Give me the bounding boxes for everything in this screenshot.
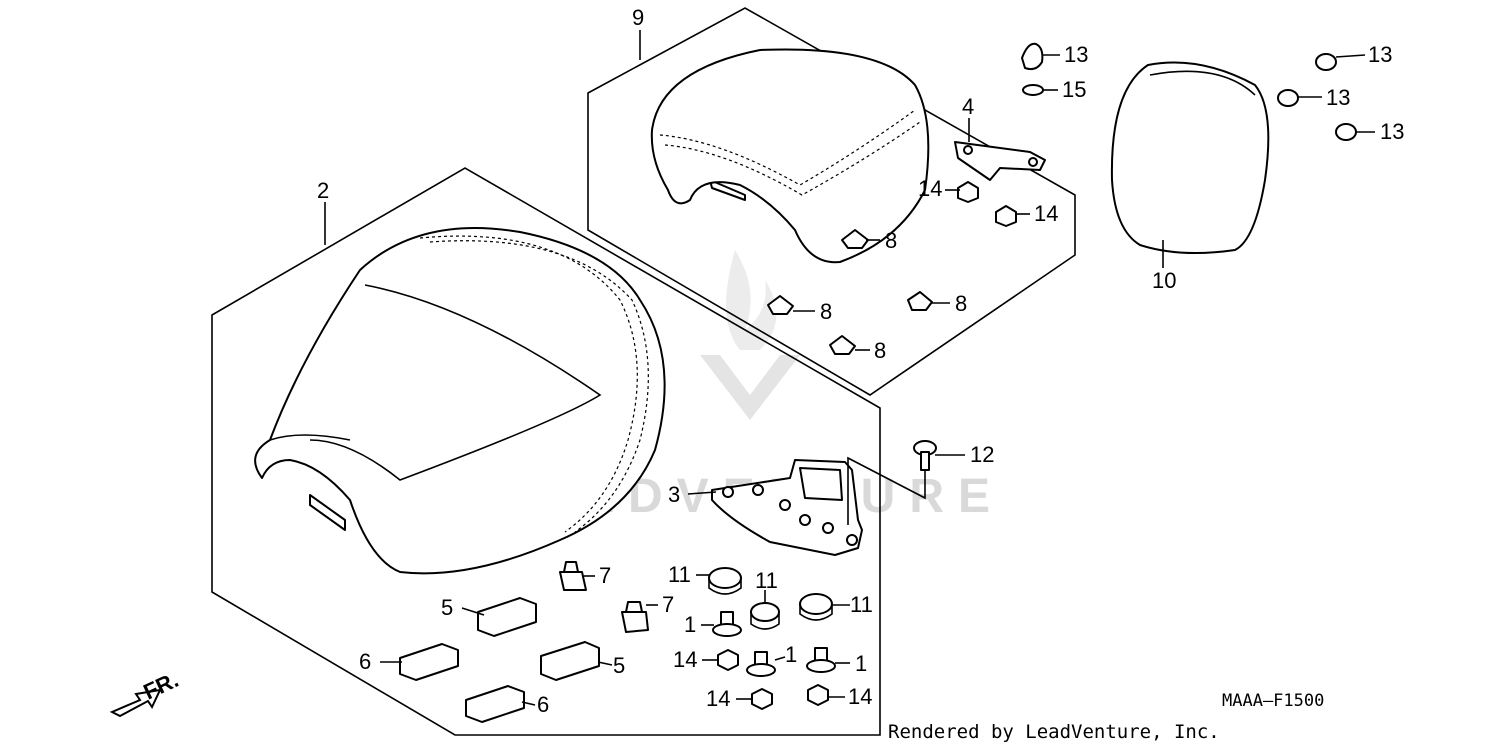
callout-13-a: 13	[1064, 42, 1088, 67]
callout-11-a: 11	[668, 562, 691, 587]
callout-5-b: 5	[613, 653, 625, 678]
callout-13-c: 13	[1326, 85, 1350, 110]
bracket-part-4[interactable]	[954, 141, 1046, 181]
diagram-code: MAAA—F1500	[1222, 691, 1324, 711]
render-credit: Rendered by LeadVenture, Inc.	[888, 721, 1220, 743]
block-6-a[interactable]	[399, 643, 459, 681]
leader-lines	[324, 30, 1375, 706]
damper-7-b[interactable]	[621, 601, 649, 633]
nut-14-a[interactable]	[957, 181, 979, 203]
nut-14-e[interactable]	[807, 684, 829, 706]
callout-9: 9	[632, 5, 644, 30]
callout-2: 2	[317, 178, 329, 203]
callout-10: 10	[1152, 268, 1176, 293]
callout-13-b: 13	[1368, 42, 1392, 67]
callout-13-d: 13	[1380, 119, 1404, 144]
nut-14-c[interactable]	[717, 649, 739, 671]
callout-4: 4	[962, 94, 974, 119]
callout-14-c: 14	[673, 647, 697, 672]
block-6-b[interactable]	[465, 685, 525, 723]
collar-1-c[interactable]	[806, 647, 836, 673]
clip-8-b[interactable]	[767, 295, 794, 315]
grommet-13-b[interactable]	[1315, 53, 1337, 71]
callout-5-a: 5	[441, 595, 453, 620]
seat-assembly-outline	[211, 167, 881, 736]
rubber-11-b[interactable]	[750, 602, 780, 630]
callout-1-a: 1	[684, 612, 696, 637]
nut-14-d[interactable]	[751, 688, 773, 710]
callout-14-b: 14	[1034, 201, 1058, 226]
bolt-12-leader	[847, 456, 926, 525]
rubber-11-a[interactable]	[708, 567, 742, 595]
callout-14-a: 14	[918, 176, 942, 201]
collar-1-a[interactable]	[712, 611, 742, 637]
clip-8-d[interactable]	[829, 335, 856, 355]
damper-7-a[interactable]	[559, 561, 587, 591]
callout-1-c: 1	[855, 651, 867, 676]
callout-14-d: 14	[706, 686, 730, 711]
bolt-part-12[interactable]	[913, 440, 937, 471]
callout-6-b: 6	[537, 692, 549, 717]
block-5-b[interactable]	[540, 641, 600, 681]
callout-7-a: 7	[599, 563, 611, 588]
callout-6-a: 6	[359, 649, 371, 674]
callout-3: 3	[668, 482, 680, 507]
rubber-11-c[interactable]	[799, 593, 833, 621]
clip-8-a[interactable]	[841, 229, 869, 249]
passenger-seat-part-9[interactable]	[650, 48, 930, 264]
callout-7-b: 7	[662, 592, 674, 617]
callout-15: 15	[1062, 77, 1086, 102]
backrest-part-10[interactable]	[1110, 61, 1270, 255]
grommet-13-d[interactable]	[1335, 123, 1357, 141]
callout-8-b: 8	[820, 299, 832, 324]
front-direction-arrow: FR.	[109, 667, 182, 718]
mount-plate-part-3[interactable]	[711, 459, 863, 556]
block-5-a[interactable]	[477, 597, 537, 637]
callout-8-c: 8	[955, 291, 967, 316]
callout-14-e: 14	[848, 684, 872, 709]
callout-8-d: 8	[874, 338, 886, 363]
callout-1-b: 1	[785, 642, 797, 667]
collar-1-b[interactable]	[746, 651, 776, 677]
callout-12: 12	[970, 442, 994, 467]
callout-11-c: 11	[850, 592, 873, 617]
callout-8-a: 8	[885, 228, 897, 253]
passenger-seat-outline	[587, 7, 1076, 396]
clip-8-c[interactable]	[907, 291, 933, 311]
nut-14-b[interactable]	[995, 205, 1017, 227]
cap-nut-13-a[interactable]	[1021, 42, 1044, 71]
grommet-13-c[interactable]	[1277, 89, 1299, 107]
callout-11-b: 11	[755, 568, 778, 593]
washer-15[interactable]	[1022, 84, 1044, 96]
seat-part-2[interactable]	[254, 227, 666, 575]
